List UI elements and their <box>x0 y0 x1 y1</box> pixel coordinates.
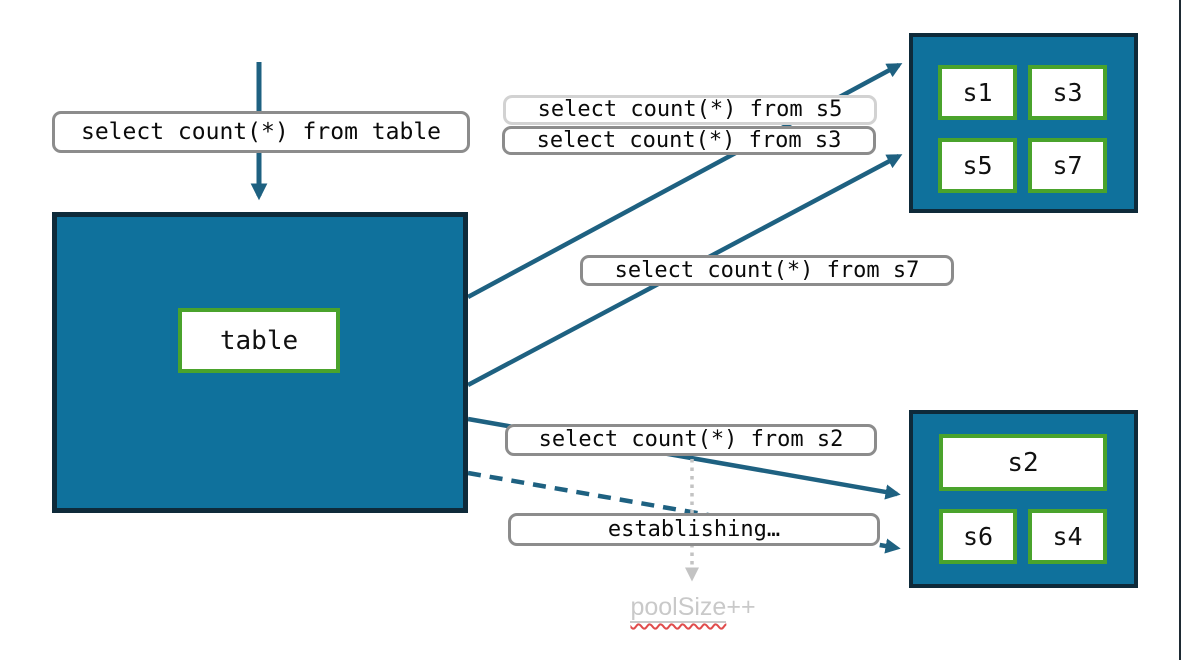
shard-s5-label: s5 <box>962 151 993 180</box>
query-from-s3-text: select count(*) from s3 <box>536 127 842 153</box>
query-from-table-text: select count(*) from table <box>80 118 442 145</box>
query-from-s5-text: select count(*) from s5 <box>537 97 843 122</box>
query-from-table: select count(*) from table <box>52 111 470 153</box>
shard-s3: s3 <box>1028 65 1107 120</box>
shard-s2: s2 <box>939 434 1107 491</box>
shard-s5: s5 <box>938 138 1017 193</box>
query-establishing: establishing… <box>508 513 880 546</box>
shard-s6: s6 <box>939 509 1017 564</box>
shard-s3-label: s3 <box>1052 78 1083 107</box>
poolsize-note-word: poolSize <box>630 593 727 623</box>
query-from-s7-text: select count(*) from s7 <box>614 257 920 283</box>
shard-s4-label: s4 <box>1052 522 1083 551</box>
poolsize-note-suffix: ++ <box>726 593 756 621</box>
shard-s2-label: s2 <box>1007 447 1039 478</box>
shard-s7-label: s7 <box>1052 151 1083 180</box>
table-node: table <box>178 308 340 373</box>
shard-s4: s4 <box>1028 509 1107 564</box>
query-from-s2: select count(*) from s2 <box>505 424 877 456</box>
query-establishing-text: establishing… <box>607 516 781 542</box>
shard-group-bottom: s2 s6 s4 <box>909 410 1138 588</box>
shard-group-top: s1 s3 s5 s7 <box>909 33 1138 213</box>
query-from-s3: select count(*) from s3 <box>502 126 876 155</box>
shard-s1-label: s1 <box>962 78 993 107</box>
slide-edge-line <box>1179 0 1181 660</box>
table-node-label: table <box>219 325 299 356</box>
query-from-s7: select count(*) from s7 <box>580 255 954 286</box>
query-from-s5: select count(*) from s5 <box>503 95 877 125</box>
shard-s6-label: s6 <box>962 522 994 551</box>
table-pool-box: table <box>52 212 468 513</box>
shard-s1: s1 <box>938 65 1017 120</box>
shard-s7: s7 <box>1028 138 1107 193</box>
query-from-s2-text: select count(*) from s2 <box>538 427 844 452</box>
poolsize-note: poolSize++ <box>568 593 818 623</box>
